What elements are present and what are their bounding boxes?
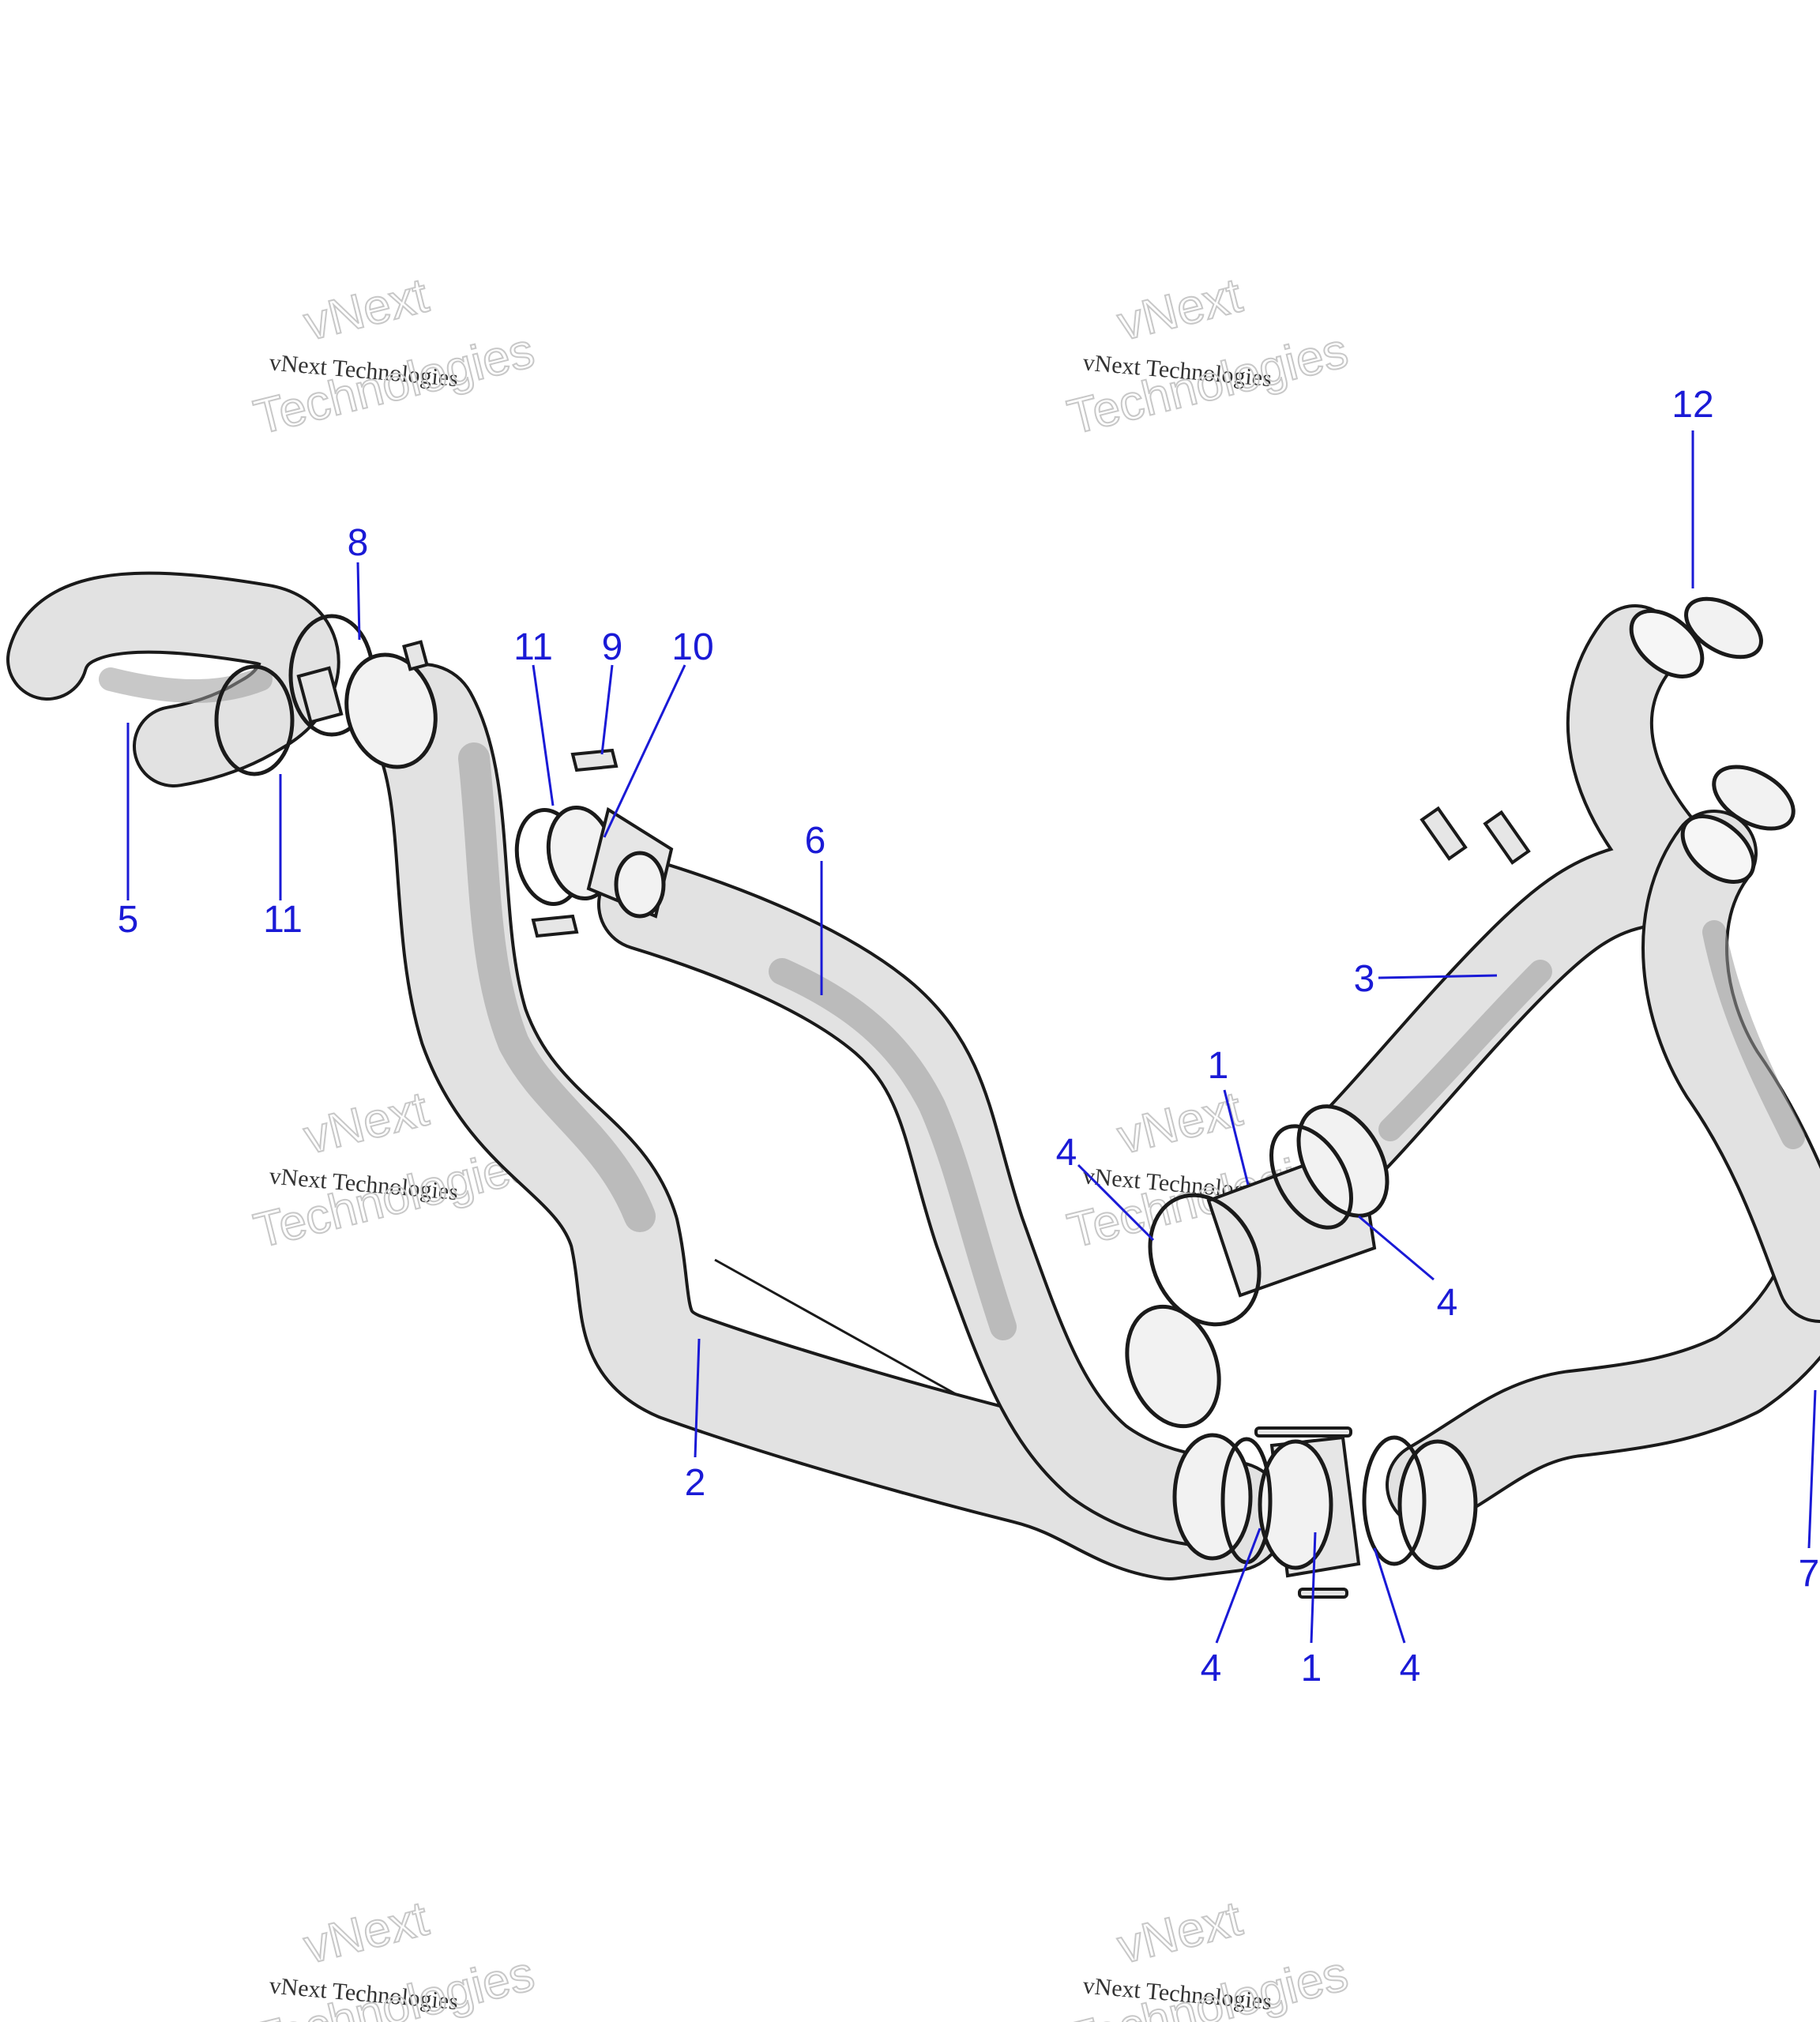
- callout-11: 11: [263, 899, 303, 941]
- header-pipe-part-2: [367, 663, 1288, 1580]
- callout-1: 1: [1208, 1045, 1229, 1087]
- callout-4: 4: [1056, 1132, 1077, 1174]
- watermark: vNext vNext Technologies Technologies: [1062, 1891, 1354, 2022]
- leader-line: [1223, 1089, 1250, 1186]
- callout-7: 7: [1799, 1553, 1820, 1595]
- header-pipe-part-3: [1299, 604, 1710, 1197]
- callout-8: 8: [348, 522, 369, 564]
- watermark: vNext vNext Technologies Technologies: [1062, 268, 1354, 446]
- callout-4: 4: [1201, 1648, 1222, 1689]
- watermark-line: vNext: [299, 269, 433, 351]
- leader-line: [1310, 1532, 1317, 1644]
- leader-line: [356, 562, 361, 641]
- callout-6: 6: [805, 820, 826, 862]
- watermark: vNext vNext Technologies Technologies: [248, 268, 540, 446]
- header-pipe-part-6: [597, 858, 1247, 1547]
- callouts: 12 8 11 9 10 5 11 6 3 1 4 4 2 4 1 4 7: [118, 384, 1820, 1689]
- collar-upper-middle: [1125, 1304, 1221, 1429]
- leader-line: [532, 664, 555, 806]
- callout-4: 4: [1400, 1648, 1421, 1689]
- gasket-part-9: [570, 748, 619, 772]
- cap-part-12: [1684, 596, 1763, 660]
- leader-line: [1358, 1215, 1435, 1281]
- leader-line: [1215, 1528, 1262, 1644]
- callout-11: 11: [513, 626, 553, 668]
- callout-2: 2: [685, 1462, 706, 1504]
- leader-line: [1077, 1163, 1155, 1242]
- leader-line: [1373, 1547, 1406, 1644]
- watermark-line: vNext: [1112, 1082, 1247, 1165]
- bracket: [1483, 810, 1531, 865]
- pipe-7-outlet: [1680, 814, 1756, 884]
- watermark: vNext vNext Technologies Technologies: [248, 1891, 540, 2022]
- callout-1: 1: [1301, 1648, 1322, 1689]
- leader-line: [694, 1338, 701, 1458]
- callout-9: 9: [602, 626, 623, 668]
- elbow-pipe-part-5: [6, 571, 340, 787]
- header-pipe-part-7: [1386, 810, 1820, 1529]
- watermark-line: vNext: [1112, 269, 1247, 351]
- callout-3: 3: [1354, 958, 1375, 1000]
- leader-lines: [126, 430, 1817, 1644]
- cap-second: [1712, 765, 1796, 831]
- slip-joint-part-1-upper: [1206, 1104, 1389, 1298]
- callout-4: 4: [1437, 1282, 1458, 1324]
- clamp-bracket: [296, 666, 344, 724]
- watermark-line: vNext: [299, 1082, 433, 1165]
- clamp-part-4-lower-right: [1362, 1435, 1427, 1566]
- collar-near-clamp-8: [344, 652, 438, 769]
- pipes: [6, 571, 1820, 1580]
- leader-line: [1807, 1389, 1817, 1549]
- leader-line: [603, 664, 686, 838]
- leader-line: [1378, 974, 1498, 979]
- clamps: [214, 596, 1796, 1566]
- watermarks: vNext vNext Technologies Technologies vN…: [248, 268, 1354, 2022]
- bracket: [1420, 806, 1468, 861]
- callout-10: 10: [671, 626, 713, 668]
- watermark-line: vNext: [299, 1892, 433, 1975]
- callout-12: 12: [1671, 384, 1713, 426]
- clamp-part-11-left: [214, 664, 295, 776]
- callout-5: 5: [118, 899, 139, 941]
- small-gasket: [531, 914, 579, 938]
- watermark-line: Technologies: [249, 323, 540, 445]
- pipe-3-outlet: [1629, 609, 1705, 678]
- clamp-part-4-upper-right: [1269, 1124, 1353, 1230]
- flange-bore: [614, 851, 666, 919]
- clamp-bracket: [402, 640, 429, 671]
- watermark-line: Technologies: [1062, 323, 1353, 445]
- clamp-part-4-upper-left: [1148, 1193, 1262, 1327]
- watermark-line: vNext: [1112, 1892, 1247, 1975]
- leader-line: [600, 664, 614, 755]
